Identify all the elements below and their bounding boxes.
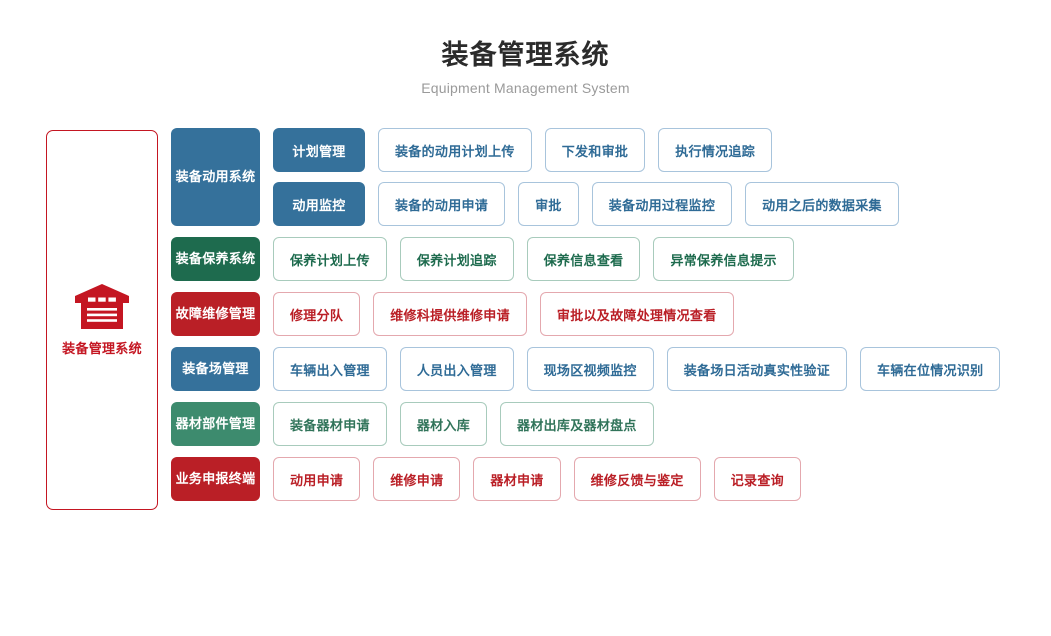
module-subrow: 保养计划上传保养计划追踪保养信息查看异常保养信息提示 — [260, 237, 794, 281]
page-header: 装备管理系统 Equipment Management System — [0, 38, 1051, 96]
subcategory-button[interactable]: 计划管理 — [273, 128, 365, 172]
function-button[interactable]: 保养计划追踪 — [399, 237, 514, 281]
function-button[interactable]: 装备动用过程监控 — [591, 182, 733, 226]
subcategory-button[interactable]: 动用监控 — [273, 182, 365, 226]
row-body: 车辆出入管理人员出入管理现场区视频监控装备场日活动真实性验证车辆在位情况识别 — [260, 347, 1001, 391]
module-row: 故障维修管理修理分队维修科提供维修申请审批以及故障处理情况查看 — [171, 292, 1031, 336]
category-button[interactable]: 故障维修管理 — [171, 292, 260, 336]
function-button[interactable]: 修理分队 — [273, 292, 361, 336]
function-button[interactable]: 动用之后的数据采集 — [745, 182, 899, 226]
function-button[interactable]: 审批以及故障处理情况查看 — [539, 292, 734, 336]
module-row: 装备保养系统保养计划上传保养计划追踪保养信息查看异常保养信息提示 — [171, 237, 1031, 281]
function-button[interactable]: 维修反馈与鉴定 — [573, 457, 701, 501]
function-button[interactable]: 维修科提供维修申请 — [373, 292, 527, 336]
category-button[interactable]: 业务申报终端 — [171, 457, 260, 501]
function-button[interactable]: 器材申请 — [473, 457, 561, 501]
module-subrow: 修理分队维修科提供维修申请审批以及故障处理情况查看 — [260, 292, 734, 336]
module-rows: 装备动用系统计划管理装备的动用计划上传下发和审批执行情况追踪动用监控装备的动用申… — [171, 128, 1031, 512]
module-subrow: 动用申请维修申请器材申请维修反馈与鉴定记录查询 — [260, 457, 801, 501]
row-body: 修理分队维修科提供维修申请审批以及故障处理情况查看 — [260, 292, 734, 336]
function-button[interactable]: 装备器材申请 — [273, 402, 387, 446]
function-button[interactable]: 审批 — [518, 182, 579, 226]
function-button[interactable]: 人员出入管理 — [399, 347, 514, 391]
row-body: 保养计划上传保养计划追踪保养信息查看异常保养信息提示 — [260, 237, 794, 281]
function-button[interactable]: 异常保养信息提示 — [653, 237, 794, 281]
row-body: 动用申请维修申请器材申请维修反馈与鉴定记录查询 — [260, 457, 801, 501]
module-row: 业务申报终端动用申请维修申请器材申请维修反馈与鉴定记录查询 — [171, 457, 1031, 501]
warehouse-icon — [75, 283, 129, 329]
module-subrow: 计划管理装备的动用计划上传下发和审批执行情况追踪 — [260, 128, 899, 172]
function-button[interactable]: 车辆在位情况识别 — [860, 347, 1001, 391]
module-subrow: 装备器材申请器材入库器材出库及器材盘点 — [260, 402, 654, 446]
function-button[interactable]: 车辆出入管理 — [273, 347, 387, 391]
module-subrow: 车辆出入管理人员出入管理现场区视频监控装备场日活动真实性验证车辆在位情况识别 — [260, 347, 1001, 391]
function-button[interactable]: 记录查询 — [713, 457, 801, 501]
function-button[interactable]: 现场区视频监控 — [526, 347, 654, 391]
page-title: 装备管理系统 — [441, 40, 610, 70]
system-logo-panel: 装备管理系统 — [46, 130, 158, 510]
module-row: 装备动用系统计划管理装备的动用计划上传下发和审批执行情况追踪动用监控装备的动用申… — [171, 128, 1031, 226]
function-button[interactable]: 动用申请 — [273, 457, 361, 501]
function-button[interactable]: 保养计划上传 — [273, 237, 387, 281]
system-logo-label: 装备管理系统 — [62, 340, 142, 356]
row-body: 计划管理装备的动用计划上传下发和审批执行情况追踪动用监控装备的动用申请审批装备动… — [260, 128, 899, 226]
category-button[interactable]: 器材部件管理 — [171, 402, 260, 446]
function-button[interactable]: 器材出库及器材盘点 — [500, 402, 654, 446]
module-row: 装备场管理车辆出入管理人员出入管理现场区视频监控装备场日活动真实性验证车辆在位情… — [171, 347, 1031, 391]
function-button[interactable]: 装备场日活动真实性验证 — [666, 347, 848, 391]
row-body: 装备器材申请器材入库器材出库及器材盘点 — [260, 402, 654, 446]
function-button[interactable]: 保养信息查看 — [526, 237, 641, 281]
function-button[interactable]: 执行情况追踪 — [658, 128, 773, 172]
module-row: 器材部件管理装备器材申请器材入库器材出库及器材盘点 — [171, 402, 1031, 446]
module-subrow: 动用监控装备的动用申请审批装备动用过程监控动用之后的数据采集 — [260, 182, 899, 226]
function-button[interactable]: 器材入库 — [399, 402, 488, 446]
category-button[interactable]: 装备保养系统 — [171, 237, 260, 281]
function-button[interactable]: 装备的动用申请 — [378, 182, 506, 226]
category-button[interactable]: 装备场管理 — [171, 347, 260, 391]
page-subtitle: Equipment Management System — [421, 80, 630, 97]
category-button[interactable]: 装备动用系统 — [171, 128, 260, 226]
function-button[interactable]: 维修申请 — [373, 457, 461, 501]
function-button[interactable]: 下发和审批 — [544, 128, 646, 172]
function-button[interactable]: 装备的动用计划上传 — [378, 128, 532, 172]
